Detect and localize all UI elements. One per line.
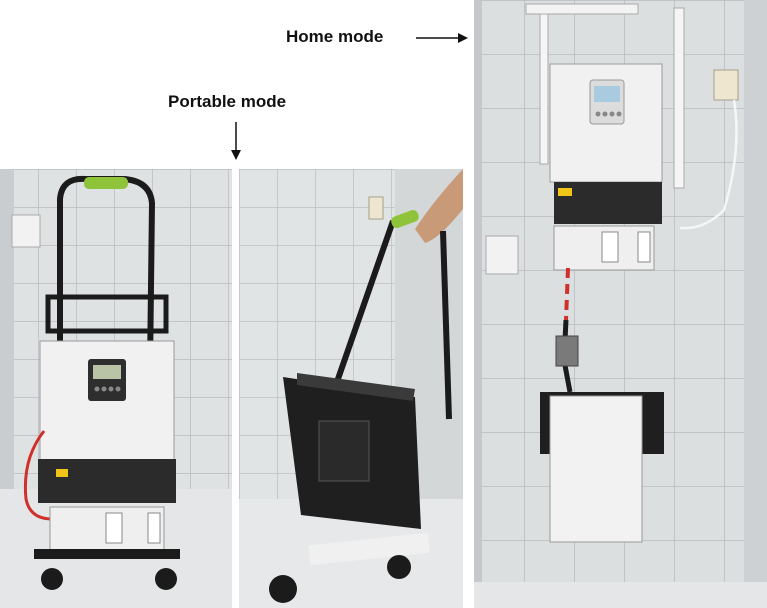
home-mode-photo [474, 0, 767, 608]
portable-trolley-photo [239, 169, 463, 608]
home-mode-arrow [416, 33, 468, 43]
home-mode-label: Home mode [286, 27, 384, 46]
portable-mode-label: Portable mode [168, 92, 287, 111]
portable-front-photo [0, 169, 232, 608]
portable-mode-arrow [231, 122, 241, 160]
